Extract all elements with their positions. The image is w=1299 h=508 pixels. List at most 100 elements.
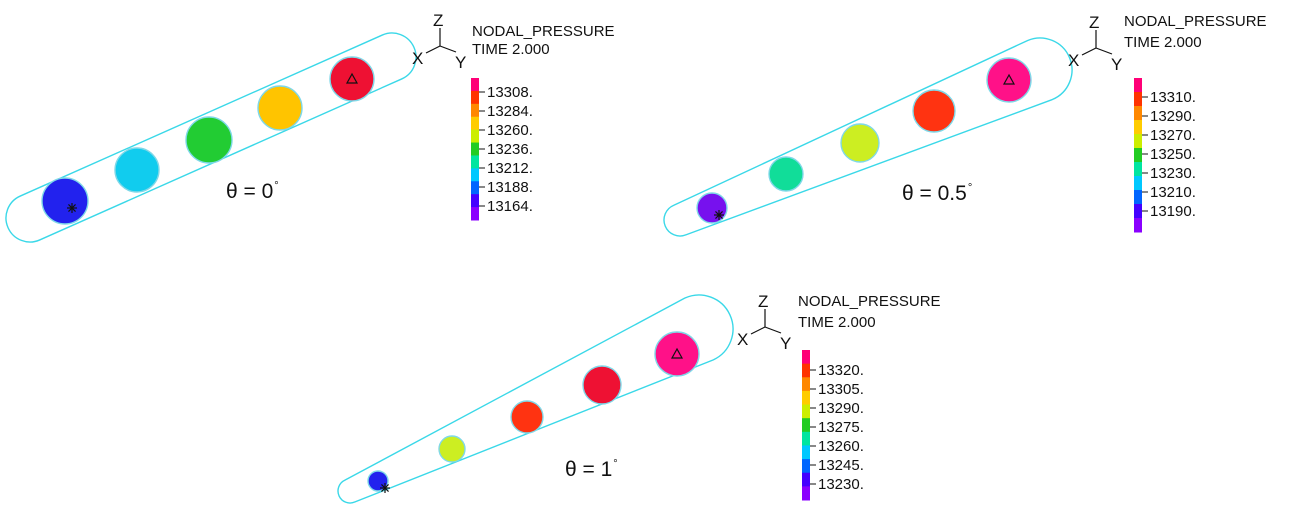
bubble-4 [654,331,700,377]
legend-swatch-5 [802,418,810,433]
legend-tick-label: 13310. [1150,89,1196,106]
legend-tick-label: 13260. [487,122,533,139]
legend-tick-label: 13305. [818,381,864,398]
legend-tick-label: 13190. [1150,203,1196,220]
legend-swatch-4 [471,129,479,144]
triangle-marker-icon [670,347,684,359]
legend-swatch-8 [471,181,479,195]
legend-title: NODAL_PRESSURE [472,23,615,40]
legend-tick-label: 13260. [818,438,864,455]
legend-swatch-10 [1134,218,1142,233]
bubble-0 [41,177,89,225]
x-axis-label: X [412,49,423,68]
legend-tick-label: 13284. [487,103,533,120]
legend-swatch-1 [802,363,810,378]
legend-tick-label: 13164. [487,198,533,215]
angle-label: θ = 1 [565,458,612,481]
triangle-marker-icon [345,72,359,84]
legend-swatch-2 [802,377,810,392]
legend-swatch-5 [1134,148,1142,163]
degree-mark: ° [274,180,278,192]
bubble-3 [257,85,303,131]
legend-tick-label: 13275. [818,419,864,436]
legend-swatch-7 [1134,176,1142,191]
bubble-4 [986,57,1032,103]
legend-swatch-9 [802,472,810,487]
star-marker-icon [715,211,723,219]
bubble-2 [185,116,233,164]
legend-tick-label: 13290. [1150,108,1196,125]
time-label: TIME 2.000 [472,41,550,58]
legend-swatch-0 [471,78,479,92]
x-axis-label: X [1068,51,1079,70]
legend-tick-label: 13308. [487,84,533,101]
legend-tick-label: 13270. [1150,127,1196,144]
legend-swatch-9 [1134,204,1142,219]
legend-swatch-9 [471,194,479,208]
bubble-1 [114,147,160,193]
y-axis-line [439,45,457,53]
tube-outline [5,32,417,243]
legend-swatch-3 [1134,120,1142,135]
legend-tick-label: 13230. [818,476,864,493]
axis-triad: ZX Y [412,11,466,72]
legend-swatch-10 [802,486,810,501]
legend-swatch-6 [1134,162,1142,177]
legend-swatch-3 [471,116,479,131]
legend-swatch-6 [802,431,810,446]
legend-swatch-8 [802,459,810,474]
bubble-3 [912,89,956,133]
z-axis-label: Z [1089,13,1099,32]
legend-swatch-1 [471,90,479,105]
legend-tick-label: 13230. [1150,165,1196,182]
legend-swatch-4 [1134,134,1142,149]
legend-swatch-0 [1134,78,1142,93]
triangle-marker-icon [1002,73,1016,85]
legend-swatch-10 [471,207,479,221]
bubble-1 [438,435,466,463]
legend-tick-label: 13212. [487,160,533,177]
y-axis-line [1095,47,1113,55]
bubble-2 [840,123,880,163]
legend-swatch-2 [471,103,479,118]
legend-swatch-6 [471,155,479,169]
legend-title: NODAL_PRESSURE [798,293,941,310]
x-axis-line [425,45,441,54]
tube-outline [663,37,1073,237]
y-axis-label: Y [780,334,791,353]
bubble-1 [768,156,804,192]
legend-tick-label: 13188. [487,179,533,196]
legend-tick-label: 13245. [818,457,864,474]
legend-tick-label: 13236. [487,141,533,158]
z-axis-label: Z [433,11,443,30]
legend-tick-label: 13290. [818,400,864,417]
degree-mark: ° [968,182,972,194]
legend-swatch-7 [802,445,810,460]
angle-label: θ = 0 [226,180,273,203]
legend-swatch-4 [802,404,810,419]
legend-swatch-7 [471,168,479,182]
legend-swatch-8 [1134,190,1142,205]
legend-swatch-0 [802,350,810,365]
star-marker-icon [68,204,76,212]
degree-mark: ° [613,458,617,470]
x-axis-label: X [737,330,748,349]
legend-tick-label: 13210. [1150,184,1196,201]
z-axis-label: Z [758,292,768,311]
star-marker-icon [381,484,389,492]
legend-swatch-3 [802,390,810,406]
legend-swatch-5 [471,142,479,156]
time-label: TIME 2.000 [1124,34,1202,51]
y-axis-label: Y [455,53,466,72]
bubble-3 [582,365,622,405]
legend-tick-label: 13250. [1150,146,1196,163]
legend-title: NODAL_PRESSURE [1124,13,1267,30]
legend-swatch-2 [1134,106,1142,121]
y-axis-line [764,326,782,334]
axis-triad: ZX Y [737,292,791,353]
